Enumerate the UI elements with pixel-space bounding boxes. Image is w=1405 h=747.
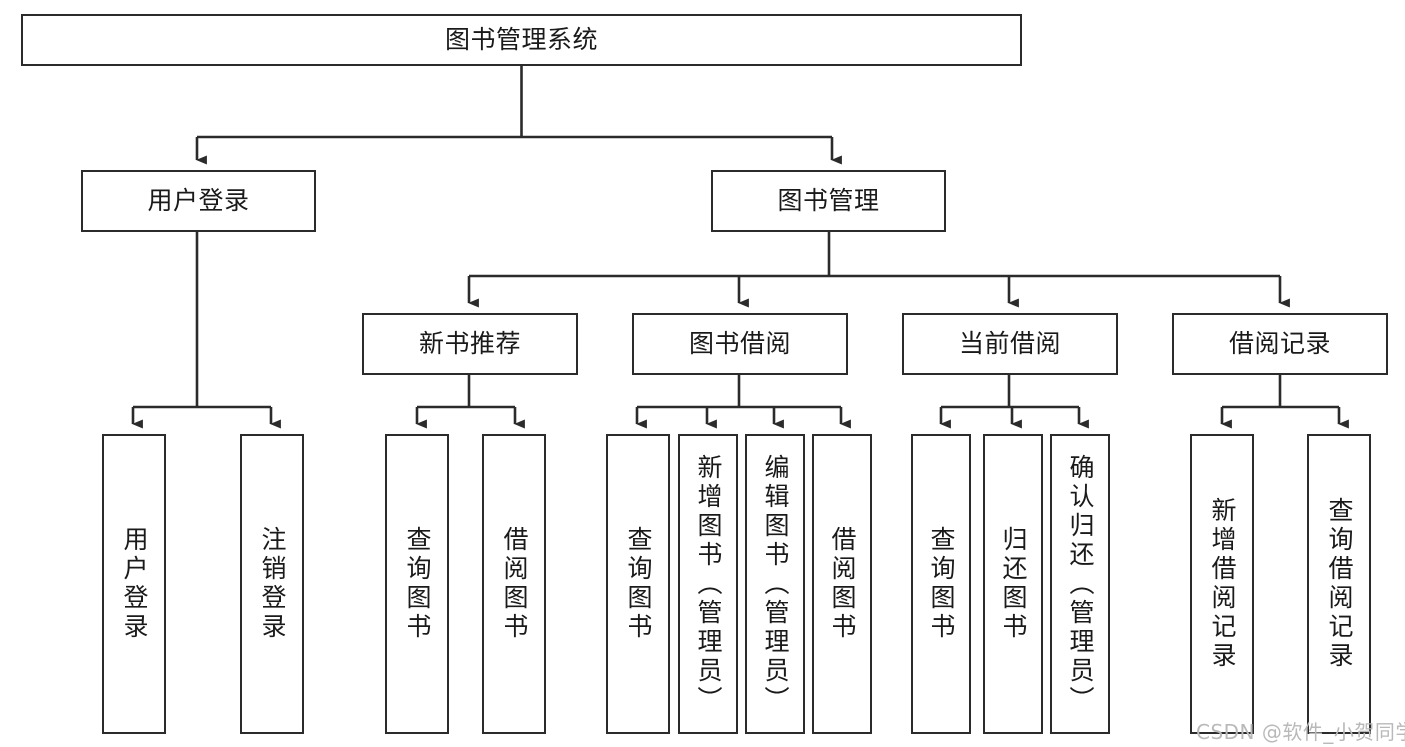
node-book-borrow[interactable]: 图书借阅 xyxy=(632,313,848,375)
node-book-manage-label: 图书管理 xyxy=(777,186,880,216)
node-leaf-query-book-rec-label: 查询图书 xyxy=(403,526,432,642)
node-current-borrow[interactable]: 当前借阅 xyxy=(902,313,1118,375)
node-book-manage[interactable]: 图书管理 xyxy=(711,170,946,232)
node-leaf-add-book-admin[interactable]: 新增图书（管理员） xyxy=(678,434,738,734)
node-leaf-query-book-cur-label: 查询图书 xyxy=(927,526,956,642)
node-leaf-user-logout-label: 注销登录 xyxy=(258,526,287,642)
node-current-borrow-label: 当前借阅 xyxy=(958,329,1061,359)
node-leaf-query-book-borrow[interactable]: 查询图书 xyxy=(606,434,670,734)
node-leaf-confirm-return-admin-label: 确认归还（管理员） xyxy=(1066,453,1095,715)
node-borrow-record-label: 借阅记录 xyxy=(1228,329,1331,359)
node-new-book-rec-label: 新书推荐 xyxy=(418,329,521,359)
node-leaf-user-logout[interactable]: 注销登录 xyxy=(240,434,304,734)
node-new-book-rec[interactable]: 新书推荐 xyxy=(362,313,578,375)
node-leaf-user-login-label: 用户登录 xyxy=(120,526,149,642)
node-leaf-borrow-book[interactable]: 借阅图书 xyxy=(812,434,872,734)
node-leaf-edit-book-admin[interactable]: 编辑图书（管理员） xyxy=(745,434,805,734)
node-leaf-return-book[interactable]: 归还图书 xyxy=(983,434,1043,734)
node-leaf-borrow-book-rec-label: 借阅图书 xyxy=(500,526,529,642)
node-book-borrow-label: 图书借阅 xyxy=(688,329,791,359)
node-leaf-add-borrow-record[interactable]: 新增借阅记录 xyxy=(1190,434,1254,734)
node-leaf-query-borrow-record-label: 查询借阅记录 xyxy=(1325,497,1354,671)
node-leaf-query-borrow-record[interactable]: 查询借阅记录 xyxy=(1307,434,1371,734)
node-root[interactable]: 图书管理系统 xyxy=(21,14,1022,66)
node-leaf-query-book-rec[interactable]: 查询图书 xyxy=(385,434,449,734)
node-leaf-add-borrow-record-label: 新增借阅记录 xyxy=(1208,497,1237,671)
node-user-login-label: 用户登录 xyxy=(147,186,250,216)
node-leaf-return-book-label: 归还图书 xyxy=(999,526,1028,642)
node-leaf-confirm-return-admin[interactable]: 确认归还（管理员） xyxy=(1050,434,1110,734)
node-leaf-borrow-book-rec[interactable]: 借阅图书 xyxy=(482,434,546,734)
node-borrow-record[interactable]: 借阅记录 xyxy=(1172,313,1388,375)
node-leaf-add-book-admin-label: 新增图书（管理员） xyxy=(694,453,723,715)
node-root-label: 图书管理系统 xyxy=(444,25,598,55)
csdn-watermark: CSDN @软件_小贺同学 xyxy=(1196,720,1405,744)
node-leaf-user-login[interactable]: 用户登录 xyxy=(102,434,166,734)
node-user-login[interactable]: 用户登录 xyxy=(81,170,316,232)
node-leaf-query-book-borrow-label: 查询图书 xyxy=(624,526,653,642)
node-leaf-edit-book-admin-label: 编辑图书（管理员） xyxy=(761,453,790,715)
node-leaf-borrow-book-label: 借阅图书 xyxy=(828,526,857,642)
node-leaf-query-book-cur[interactable]: 查询图书 xyxy=(911,434,971,734)
